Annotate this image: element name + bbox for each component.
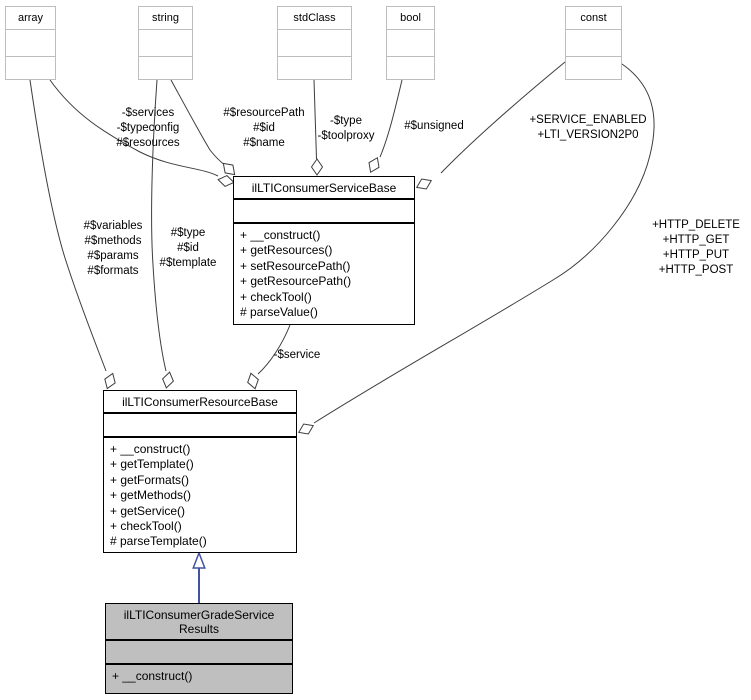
method-item: + __construct()	[240, 228, 321, 242]
class-title: const	[566, 7, 621, 30]
aggregation-diamond	[368, 156, 380, 174]
class-box-string[interactable]: string	[138, 6, 193, 80]
class-box-stdclass[interactable]: stdClass	[277, 6, 352, 80]
aggregation-diamond	[310, 158, 324, 176]
methods-section	[387, 57, 434, 79]
edge-label-const-to-resource: +HTTP_DELETE +HTTP_GET +HTTP_PUT +HTTP_P…	[652, 219, 740, 276]
attributes-section	[106, 641, 292, 665]
attributes-section	[387, 30, 434, 57]
edge-label-service-to-resource: -$service	[273, 349, 321, 361]
attributes-section	[104, 414, 296, 438]
edge-label-array-to-service: -$services -$typeconfig #$resources	[116, 107, 180, 149]
class-box-illticonsumerresourcebase[interactable]: ilLTIConsumerResourceBase + __construct(…	[103, 390, 297, 553]
method-item: + getService()	[110, 503, 186, 518]
class-title: ilLTIConsumerGradeService Results	[106, 604, 292, 641]
methods-section: + __construct()	[106, 665, 292, 686]
edge-string-to-resource-base	[151, 79, 167, 372]
inheritance-arrow	[192, 550, 206, 603]
class-box-illticonsumergradeserviceresults[interactable]: ilLTIConsumerGradeService Results + __co…	[105, 603, 293, 694]
attributes-section	[234, 200, 414, 224]
method-item: + getResources()	[240, 243, 333, 258]
edge-label-const-to-service: +SERVICE_ENABLED +LTI_VERSION2P0	[529, 114, 647, 141]
aggregation-diamond	[247, 372, 259, 390]
class-title: ilLTIConsumerResourceBase	[104, 391, 296, 414]
class-title: array	[6, 7, 55, 30]
edge-string-to-service-base	[170, 79, 227, 167]
method-item: + checkTool()	[110, 519, 182, 534]
edge-label-string-to-resource: #$type #$id #$template	[159, 227, 217, 269]
method-item: + getFormats()	[110, 472, 190, 487]
edge-const-to-resource-base	[313, 63, 655, 424]
class-box-illticonsumerservicebase[interactable]: ilLTIConsumerServiceBase + __construct()…	[233, 176, 415, 325]
class-box-bool[interactable]: bool	[386, 6, 435, 80]
edge-service-base-to-resource-base	[257, 324, 291, 375]
attributes-section	[6, 30, 55, 57]
edge-bool-to-service-base	[379, 79, 403, 158]
method-item: + getTemplate()	[110, 457, 194, 472]
edge-array-to-resource-base	[29, 79, 107, 372]
method-item: # parseValue()	[240, 305, 318, 320]
aggregation-diamond	[297, 423, 315, 435]
edge-label-bool-to-service: #$unsigned	[404, 120, 464, 132]
methods-section	[566, 57, 621, 79]
method-item: + checkTool()	[240, 289, 312, 304]
edge-label-string-to-service: #$resourcePath #$id #$name	[223, 107, 305, 149]
method-item: + __construct()	[110, 442, 191, 456]
methods-section	[139, 57, 192, 79]
edge-stdclass-to-service-base	[313, 79, 317, 160]
aggregation-diamond	[222, 162, 236, 176]
methods-section: + __construct() + getResources() + setRe…	[234, 224, 414, 322]
aggregation-diamond	[415, 178, 433, 190]
methods-section	[278, 57, 351, 79]
class-title: string	[139, 7, 192, 30]
class-box-const[interactable]: const	[565, 6, 622, 80]
aggregation-diamond	[217, 174, 235, 188]
edge-label-stdclass-to-service: -$type -$toolproxy	[317, 115, 375, 142]
method-item: # parseTemplate()	[110, 534, 207, 549]
aggregation-diamond	[104, 372, 116, 390]
class-box-array[interactable]: array	[5, 6, 56, 80]
attributes-section	[139, 30, 192, 57]
edge-const-to-service-base	[440, 61, 566, 174]
method-item: + setResourcePath()	[240, 258, 351, 273]
aggregation-diamond	[162, 371, 174, 389]
edge-label-array-to-resource: #$variables #$methods #$params #$formats	[83, 220, 143, 277]
attributes-section	[278, 30, 351, 57]
edge-array-to-service-base	[49, 79, 219, 177]
methods-section: + __construct() + getTemplate() + getFor…	[104, 438, 296, 552]
method-item: + getMethods()	[110, 488, 192, 503]
attributes-section	[566, 30, 621, 57]
class-title: stdClass	[278, 7, 351, 30]
method-item: + getResourcePath()	[240, 274, 352, 289]
class-title: bool	[387, 7, 434, 30]
class-title: ilLTIConsumerServiceBase	[234, 177, 414, 200]
methods-section	[6, 57, 55, 79]
method-item: + __construct()	[112, 669, 193, 683]
